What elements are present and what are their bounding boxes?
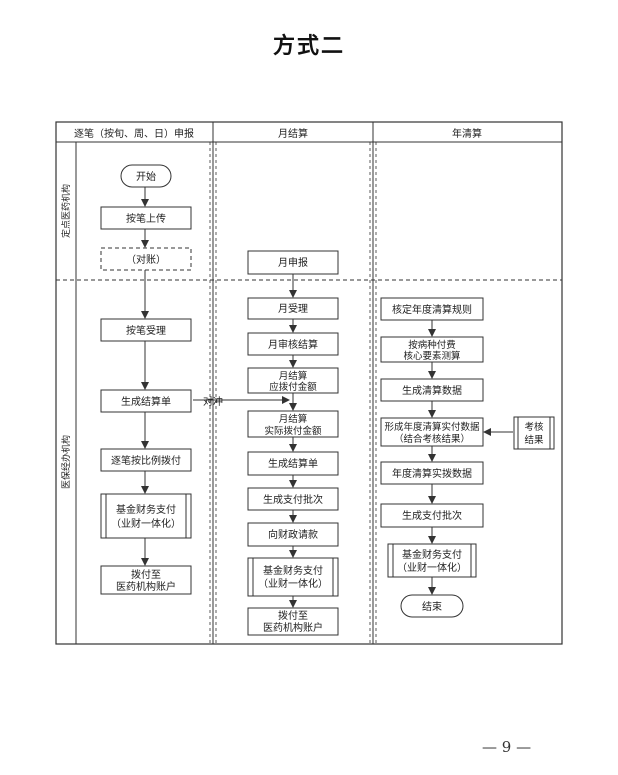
node-monthly-request-label: 向财政请款 (268, 528, 318, 541)
node-transfer-line1: 拨付至 (131, 568, 161, 581)
node-year-exam-line1: 考核 (524, 421, 544, 433)
node-monthly-request: 向财政请款 (247, 522, 339, 547)
node-year-core-line1: 按病种付费 (408, 339, 456, 351)
node-transfer-line2: 医药机构账户 (116, 580, 176, 593)
node-monthly-actual-line2: 实际拨付金额 (264, 425, 322, 437)
node-end: 结束 (400, 594, 464, 618)
node-accept-label: 按笔受理 (126, 324, 166, 337)
node-monthly-fund-pay-line1: 基金财务支付 (263, 564, 323, 577)
node-monthly-fund-pay-line2: （业财一体化） (258, 577, 328, 590)
node-monthly-statement-label: 生成结算单 (268, 457, 318, 470)
node-monthly-actual: 月结算 实际拨付金额 (247, 410, 339, 438)
node-year-rules: 核定年度清算规则 (380, 297, 484, 321)
offset-label: 对冲 (203, 395, 223, 408)
node-monthly-fund-pay: 基金财务支付 （业财一体化） (247, 557, 339, 597)
node-statement: 生成结算单 (100, 389, 192, 413)
node-monthly-batch-label: 生成支付批次 (263, 493, 323, 506)
node-accept: 按笔受理 (100, 318, 192, 342)
column-header-monthly: 月结算 (278, 127, 308, 140)
node-transfer: 拨付至 医药机构账户 (100, 565, 192, 595)
node-year-fund-pay: 基金财务支付 （业财一体化） (387, 543, 477, 578)
node-year-fund-pay-line1: 基金财务支付 (402, 548, 462, 561)
node-monthly-declare: 月申报 (247, 250, 339, 275)
node-monthly-audit: 月审核结算 (247, 332, 339, 356)
node-year-exam: 考核 结果 (513, 416, 555, 450)
node-reconcile: （对账） (100, 247, 192, 271)
page-title: 方式二 (272, 33, 345, 59)
node-monthly-actual-line1: 月结算 (279, 413, 308, 425)
node-statement-label: 生成结算单 (121, 395, 171, 408)
page-number: — 9 — (482, 738, 532, 756)
node-year-exam-line2: 结果 (524, 434, 544, 446)
node-reconcile-label: （对账） (126, 253, 166, 266)
lane-label-agency: 医保经办机构 (60, 435, 72, 489)
node-start-label: 开始 (136, 170, 156, 183)
node-monthly-settle: 月结算 应拨付金额 (247, 367, 339, 394)
lane-label-institutions: 定点医药机构 (60, 184, 72, 238)
node-upload: 按笔上传 (100, 206, 192, 230)
node-fund-pay: 基金财务支付 （业财一体化） (100, 493, 192, 539)
node-year-data-label: 生成清算数据 (402, 384, 462, 397)
node-monthly-statement: 生成结算单 (247, 451, 339, 476)
node-monthly-declare-label: 月申报 (278, 256, 308, 269)
swimlane-grid (55, 121, 563, 645)
node-fund-pay-line1: 基金财务支付 (116, 503, 176, 516)
column-header-yearly: 年清算 (452, 127, 482, 140)
flow-arrows (141, 187, 513, 608)
node-year-form-line2: （结合考核结果） (394, 433, 470, 445)
node-upload-label: 按笔上传 (126, 212, 166, 225)
node-start: 开始 (120, 164, 172, 188)
node-ratio-pay: 逐笔按比例拨付 (100, 448, 192, 472)
node-year-rules-label: 核定年度清算规则 (392, 303, 472, 316)
node-year-fund-pay-line2: （业财一体化） (397, 561, 467, 574)
column-header-declaration: 逐笔（按旬、周、日）申报 (74, 127, 194, 140)
node-year-core-line2: 核心要素测算 (403, 350, 460, 362)
node-year-actual: 年度清算实拨数据 (380, 461, 484, 485)
node-end-label: 结束 (422, 600, 442, 613)
node-monthly-transfer: 拨付至 医药机构账户 (247, 607, 339, 636)
node-ratio-pay-label: 逐笔按比例拨付 (111, 454, 181, 467)
node-year-core: 按病种付费 核心要素测算 (380, 336, 484, 363)
node-year-form-line1: 形成年度清算实付数据 (384, 421, 480, 433)
node-fund-pay-line2: （业财一体化） (111, 517, 181, 530)
node-monthly-transfer-line1: 拨付至 (278, 609, 308, 622)
node-monthly-accept-label: 月受理 (278, 303, 308, 315)
node-monthly-accept: 月受理 (247, 297, 339, 320)
node-year-data: 生成清算数据 (380, 378, 484, 402)
node-year-actual-label: 年度清算实拨数据 (392, 467, 472, 480)
node-monthly-audit-label: 月审核结算 (268, 338, 318, 351)
node-monthly-transfer-line2: 医药机构账户 (263, 621, 323, 634)
node-monthly-batch: 生成支付批次 (247, 487, 339, 511)
node-monthly-settle-line2: 应拨付金额 (269, 381, 317, 393)
node-year-form: 形成年度清算实付数据 （结合考核结果） (380, 417, 484, 447)
node-year-batch: 生成支付批次 (380, 503, 484, 528)
node-year-batch-label: 生成支付批次 (402, 509, 462, 522)
node-monthly-settle-line1: 月结算 (279, 370, 308, 382)
